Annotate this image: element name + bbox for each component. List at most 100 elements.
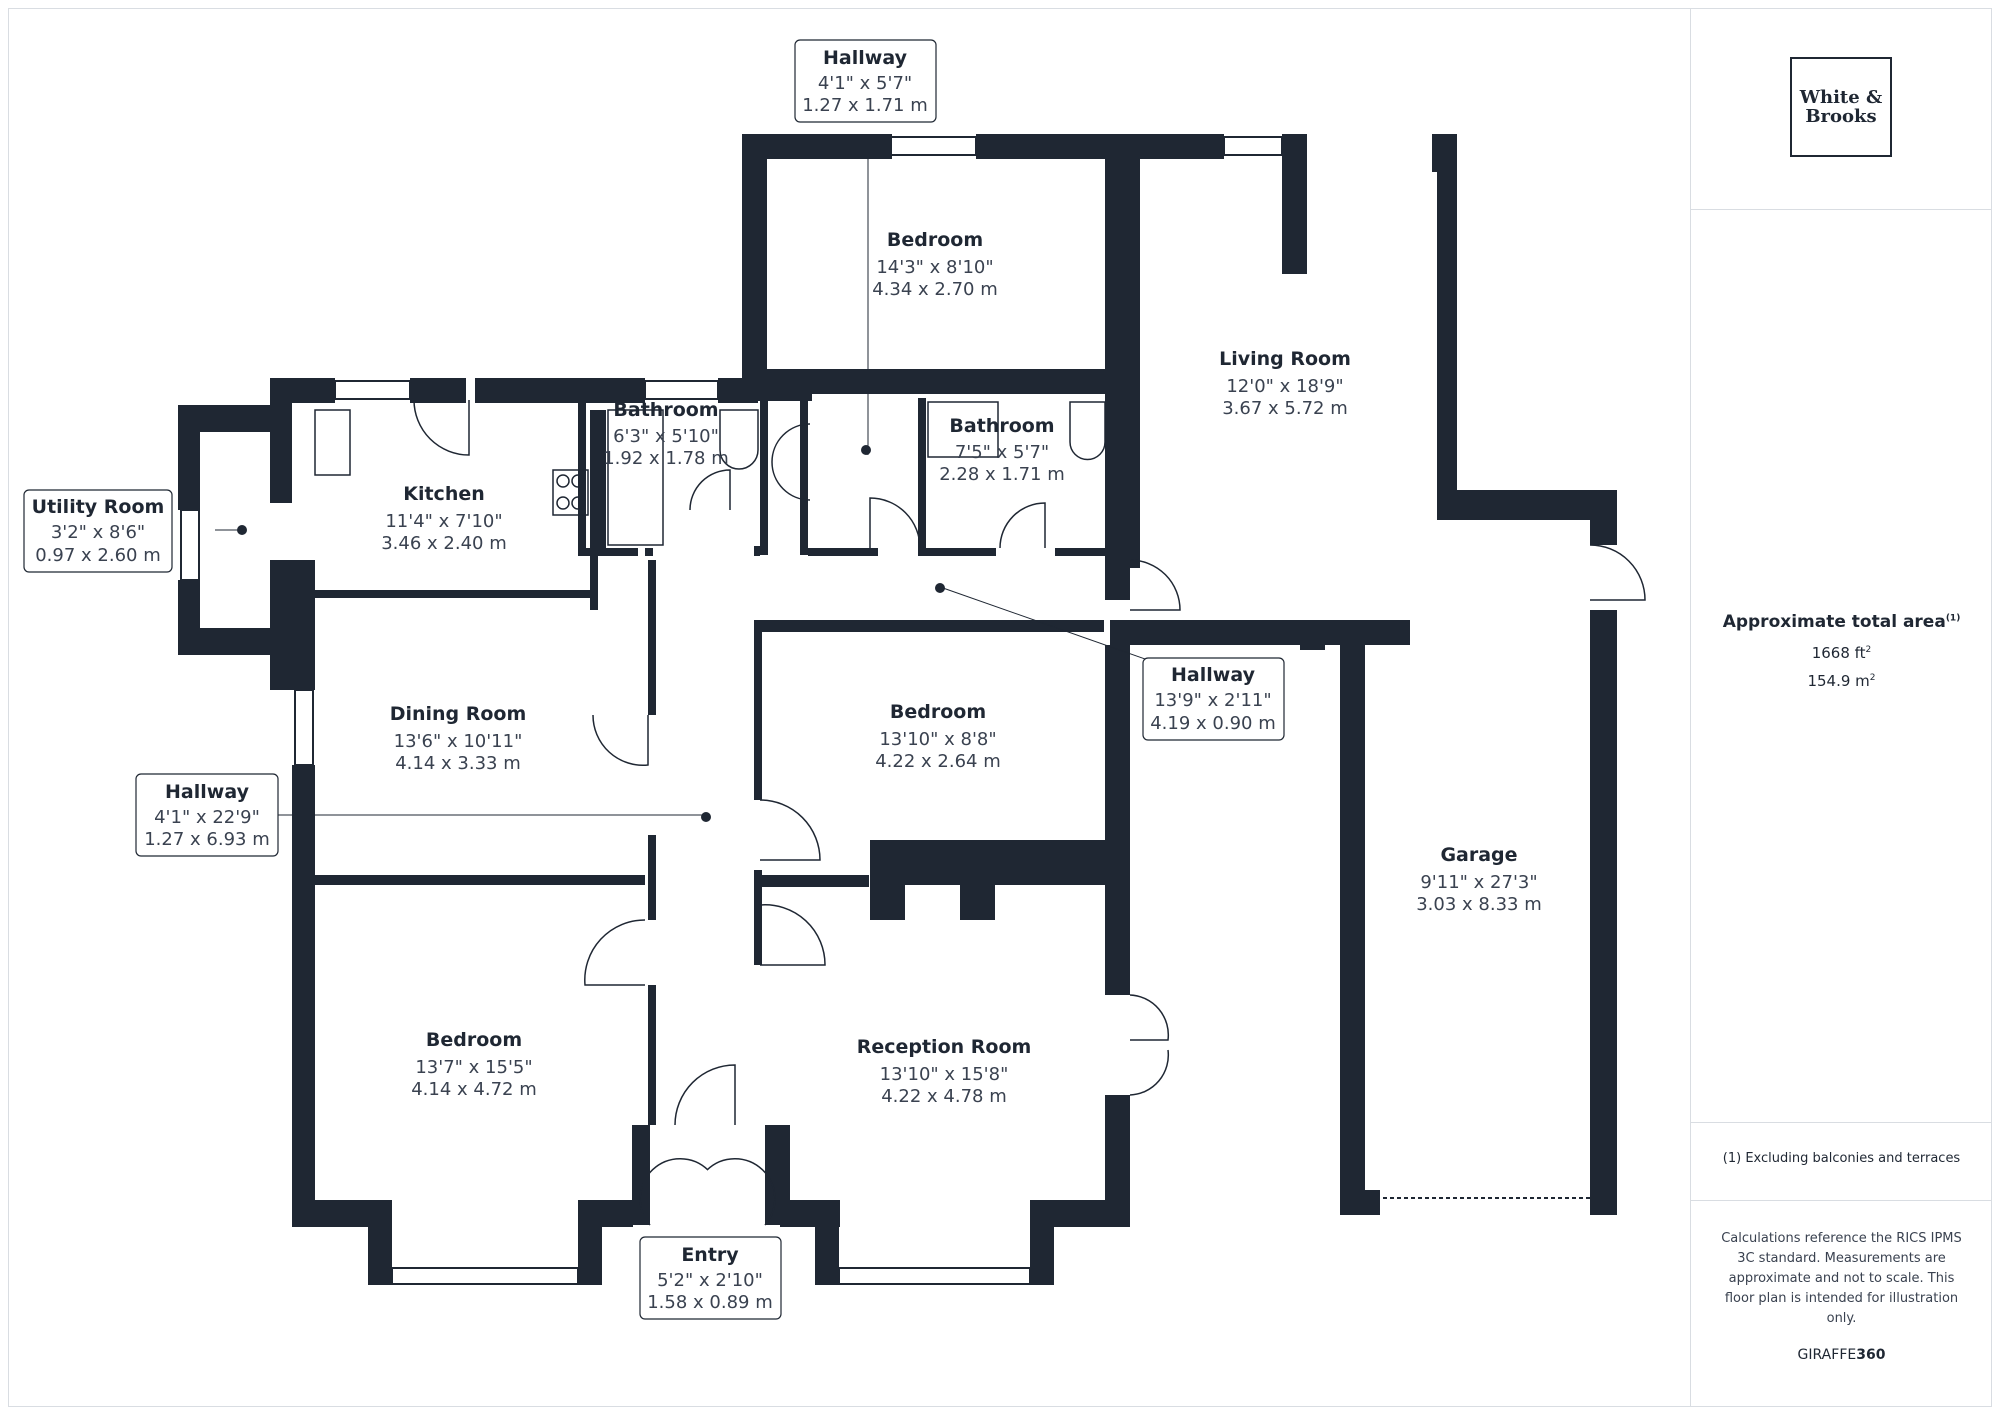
door-swing: [759, 799, 821, 861]
wall: [754, 620, 1104, 632]
wall: [270, 378, 292, 503]
door-swing: [999, 502, 1046, 549]
marker-dot: [861, 445, 871, 455]
wall: [754, 870, 762, 965]
wall: [178, 405, 200, 510]
windows: [180, 136, 1590, 1285]
wall: [1030, 1225, 1054, 1285]
wall: [870, 840, 905, 920]
wall: [1055, 548, 1115, 556]
reception-room-name: Reception Room: [857, 1036, 1032, 1058]
utility-room-name: Utility Room: [32, 496, 165, 518]
hallway-right-imperial: 13'9" x 2'11": [1154, 690, 1271, 711]
kitchen-name: Kitchen: [403, 483, 485, 505]
wall: [475, 378, 645, 403]
callout-hallway-left: Hallway 4'1" x 22'9" 1.27 x 6.93 m: [135, 773, 279, 857]
window: [294, 689, 314, 766]
area-ft2-sup: 2: [1865, 645, 1872, 655]
wall: [1340, 1190, 1380, 1215]
bedroom-left-metric: 4.14 x 4.72 m: [411, 1079, 537, 1100]
window: [644, 380, 719, 400]
footnote: (1) Excluding balconies and terraces: [1722, 1151, 1961, 1166]
wall: [1105, 840, 1130, 995]
callout-hallway-right: Hallway 13'9" x 2'11" 4.19 x 0.90 m: [1142, 657, 1285, 741]
window: [334, 380, 411, 400]
wall: [815, 1225, 839, 1285]
wall: [578, 1200, 633, 1227]
disclaimer-line-2: 3C standard. Measurements are: [1737, 1251, 1946, 1266]
door-swing: [1589, 544, 1646, 601]
bathroom-2-metric: 2.28 x 1.71 m: [939, 464, 1065, 485]
hob-ring: [556, 474, 570, 488]
wall: [718, 378, 758, 403]
window: [391, 1267, 579, 1285]
hallway-right-metric: 4.19 x 0.90 m: [1150, 713, 1276, 734]
disclaimer-line-4: floor plan is intended for illustration: [1724, 1291, 1959, 1306]
disclaimer-line-1: Calculations reference the RICS IPMS: [1721, 1231, 1962, 1246]
bathroom-2-name: Bathroom: [949, 415, 1054, 437]
garage-name: Garage: [1440, 844, 1517, 866]
garage-imperial: 9'11" x 27'3": [1420, 872, 1537, 893]
bathroom-1-name: Bathroom: [613, 399, 718, 421]
wall: [868, 370, 1118, 392]
wall: [960, 840, 995, 920]
entry-imperial: 5'2" x 2'10": [657, 1270, 763, 1291]
hallway-left-metric: 1.27 x 6.93 m: [144, 829, 270, 850]
callout-entry: Entry 5'2" x 2'10" 1.58 x 0.89 m: [639, 1236, 782, 1320]
wall: [800, 380, 808, 555]
dining-room-imperial: 13'6" x 10'11": [394, 731, 523, 752]
wall: [578, 548, 638, 556]
bathroom-1-imperial: 6'3" x 5'10": [613, 426, 719, 447]
living-room-name: Living Room: [1219, 348, 1351, 370]
bedroom-top-metric: 4.34 x 2.70 m: [872, 279, 998, 300]
hob-ring: [571, 474, 585, 488]
bathroom-2-imperial: 7'5" x 5'7": [955, 442, 1049, 463]
wall: [754, 546, 760, 556]
bedroom-top-imperial: 14'3" x 8'10": [876, 257, 993, 278]
wall: [292, 560, 315, 690]
wall: [760, 395, 768, 555]
marker-dot: [237, 525, 247, 535]
disclaimer-line-3: approximate and not to scale. This: [1728, 1271, 1955, 1286]
shower: [927, 401, 999, 458]
area-ft2-value: 1668 ft: [1811, 644, 1866, 662]
wall: [292, 1200, 392, 1227]
window: [1107, 669, 1127, 806]
bedroom-left-imperial: 13'7" x 15'5": [415, 1057, 532, 1078]
disclaimer-line-5: only.: [1826, 1311, 1857, 1326]
hob: [552, 469, 589, 516]
window: [1223, 136, 1283, 156]
reception-room-imperial: 13'10" x 15'8": [880, 1064, 1009, 1085]
wall: [1105, 1095, 1130, 1225]
wall: [598, 410, 606, 555]
door-swing: [869, 497, 921, 549]
door-swing: [689, 469, 731, 511]
wall: [1105, 395, 1125, 555]
dining-room-metric: 4.14 x 3.33 m: [395, 753, 521, 774]
door-swing: [1129, 1049, 1170, 1096]
wall: [410, 378, 466, 403]
credit-suffix: 360: [1856, 1347, 1886, 1363]
hallway-right-name: Hallway: [1171, 664, 1256, 686]
wall: [648, 560, 656, 715]
wall: [1437, 134, 1457, 490]
wall: [290, 378, 335, 403]
area-title-text: Approximate total area: [1722, 612, 1946, 632]
callout-utility-room: Utility Room 3'2" x 8'6" 0.97 x 2.60 m: [23, 489, 173, 573]
wall: [918, 398, 926, 556]
wall: [1112, 620, 1130, 670]
door-swing: [674, 1064, 736, 1126]
wall: [754, 875, 869, 887]
entry-metric: 1.58 x 0.89 m: [647, 1292, 773, 1313]
entry-name: Entry: [681, 1244, 739, 1266]
dining-room-name: Dining Room: [390, 703, 527, 725]
wall: [808, 548, 878, 556]
disclaimer: Calculations reference the RICS IPMS 3C …: [1691, 1229, 1992, 1329]
marker-dot: [935, 583, 945, 593]
area-title-sup: (1): [1945, 613, 1961, 624]
wall: [648, 985, 656, 1125]
wall: [645, 548, 653, 556]
bathroom-1-metric: 1.92 x 1.78 m: [603, 448, 729, 469]
sidebar-divider-h1: [1691, 209, 1992, 210]
wall: [754, 620, 762, 800]
